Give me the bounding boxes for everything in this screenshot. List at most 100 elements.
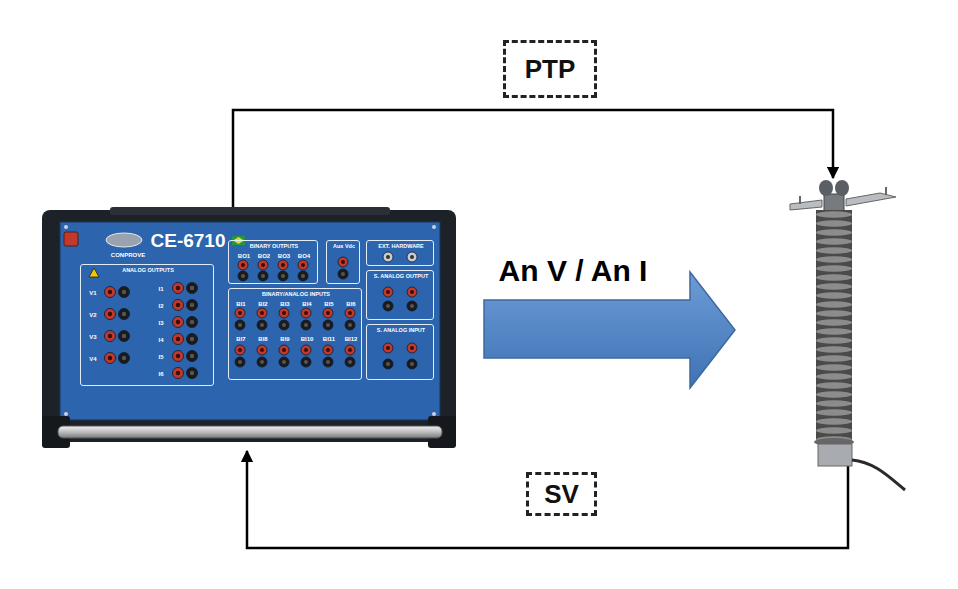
jack-hole bbox=[304, 311, 308, 315]
terminal-jack bbox=[238, 271, 248, 281]
jack-hole bbox=[410, 290, 414, 294]
jack-body bbox=[235, 320, 245, 330]
terminal-jack bbox=[187, 351, 198, 362]
jack-hole bbox=[282, 348, 286, 352]
terminal-label: BI4 bbox=[302, 301, 311, 307]
jack-hole bbox=[108, 290, 112, 294]
jack-hole bbox=[341, 272, 345, 276]
terminal-label: BI11 bbox=[323, 336, 335, 342]
terminal-jack bbox=[119, 287, 130, 298]
jack-hole bbox=[261, 263, 265, 267]
terminal-label: I4 bbox=[158, 337, 163, 343]
protocol-box: PTP bbox=[503, 40, 597, 98]
jack-hole bbox=[190, 320, 194, 324]
terminal-jack bbox=[257, 345, 267, 355]
terminal-label: I2 bbox=[158, 303, 163, 309]
panel-screw bbox=[64, 412, 68, 416]
terminal-label: V4 bbox=[89, 356, 96, 362]
jack-body bbox=[338, 269, 348, 279]
panel-screw bbox=[64, 225, 68, 229]
jack-hole bbox=[261, 274, 265, 278]
terminal-jack bbox=[301, 345, 311, 355]
terminal-label: V1 bbox=[89, 290, 96, 296]
jack-hole bbox=[108, 356, 112, 360]
jack-body bbox=[187, 368, 198, 379]
jack-body bbox=[119, 353, 130, 364]
protocol-label: PTP bbox=[525, 56, 576, 82]
mounting-plate bbox=[790, 200, 822, 210]
jack-hole bbox=[386, 362, 390, 366]
terminal-jack bbox=[383, 301, 393, 311]
jack-body bbox=[238, 271, 248, 281]
jack-hole bbox=[410, 304, 414, 308]
terminal-jack bbox=[173, 283, 184, 294]
terminal-jack bbox=[345, 320, 355, 330]
signal-label: An V / An I bbox=[499, 256, 648, 286]
jack-body bbox=[187, 334, 198, 345]
terminal-jack bbox=[173, 368, 184, 379]
section-title: S. ANALOG INPUT bbox=[377, 328, 425, 334]
jack-hole bbox=[341, 260, 345, 264]
jack-body bbox=[279, 357, 289, 367]
terminal-label: BO1 bbox=[238, 253, 250, 259]
jack-hole bbox=[281, 263, 285, 267]
terminal-jack bbox=[187, 334, 198, 345]
terminal-jack bbox=[187, 317, 198, 328]
jack-body bbox=[279, 320, 289, 330]
plate-post bbox=[799, 196, 801, 204]
terminal-jack bbox=[407, 343, 417, 353]
jack-body bbox=[173, 334, 184, 345]
terminal-jack bbox=[338, 257, 348, 267]
jack-body bbox=[257, 345, 267, 355]
jack-hole bbox=[238, 360, 242, 364]
terminal-jack bbox=[383, 252, 393, 262]
ptp-line bbox=[233, 110, 833, 207]
jack-hole bbox=[260, 311, 264, 315]
terminal-jack bbox=[345, 308, 355, 318]
brand-logo bbox=[106, 233, 142, 247]
terminal-label: BO4 bbox=[298, 253, 310, 259]
terminal-label: BI1 bbox=[236, 301, 245, 307]
sensor-knob bbox=[819, 180, 833, 196]
terminal-jack bbox=[301, 320, 311, 330]
jack-body bbox=[187, 317, 198, 328]
terminal-jack bbox=[235, 345, 245, 355]
terminal-label: V2 bbox=[89, 312, 96, 318]
panel-screw bbox=[432, 412, 436, 416]
jack-hole bbox=[326, 348, 330, 352]
jack-hole bbox=[260, 348, 264, 352]
terminal-jack bbox=[407, 287, 417, 297]
jack-body bbox=[187, 351, 198, 362]
section-title: BINARY/ANALOG INPUTS bbox=[262, 292, 330, 298]
terminal-label: BI10 bbox=[301, 336, 314, 342]
jack-body bbox=[105, 287, 116, 298]
jack-hole bbox=[190, 286, 194, 290]
jack-body bbox=[407, 287, 417, 297]
jack-hole bbox=[326, 311, 330, 315]
terminal-jack bbox=[119, 353, 130, 364]
terminal-jack bbox=[301, 308, 311, 318]
terminal-jack bbox=[407, 301, 417, 311]
terminal-jack bbox=[187, 368, 198, 379]
jack-hole bbox=[410, 362, 414, 366]
terminal-jack bbox=[119, 309, 130, 320]
section-title: Aux Vdc bbox=[333, 244, 355, 250]
jack-hole bbox=[122, 356, 126, 360]
terminal-jack bbox=[279, 345, 289, 355]
terminal-jack bbox=[105, 353, 116, 364]
terminal-jack bbox=[173, 334, 184, 345]
panel-section: S. ANALOG OUTPUT bbox=[366, 270, 434, 320]
jack-body bbox=[407, 252, 417, 262]
carry-handle bbox=[58, 426, 442, 438]
jack-hole bbox=[348, 323, 352, 327]
jack-body bbox=[279, 345, 289, 355]
jack-body bbox=[301, 357, 311, 367]
base-box bbox=[818, 444, 852, 466]
terminal-jack bbox=[383, 359, 393, 369]
terminal-label: BO2 bbox=[258, 253, 270, 259]
terminal-jack bbox=[278, 271, 288, 281]
jack-hole bbox=[241, 263, 245, 267]
jack-body bbox=[173, 300, 184, 311]
panel-section: BINARY OUTPUTSBO1BO2BO3BO4 bbox=[228, 240, 318, 284]
jack-hole bbox=[386, 290, 390, 294]
